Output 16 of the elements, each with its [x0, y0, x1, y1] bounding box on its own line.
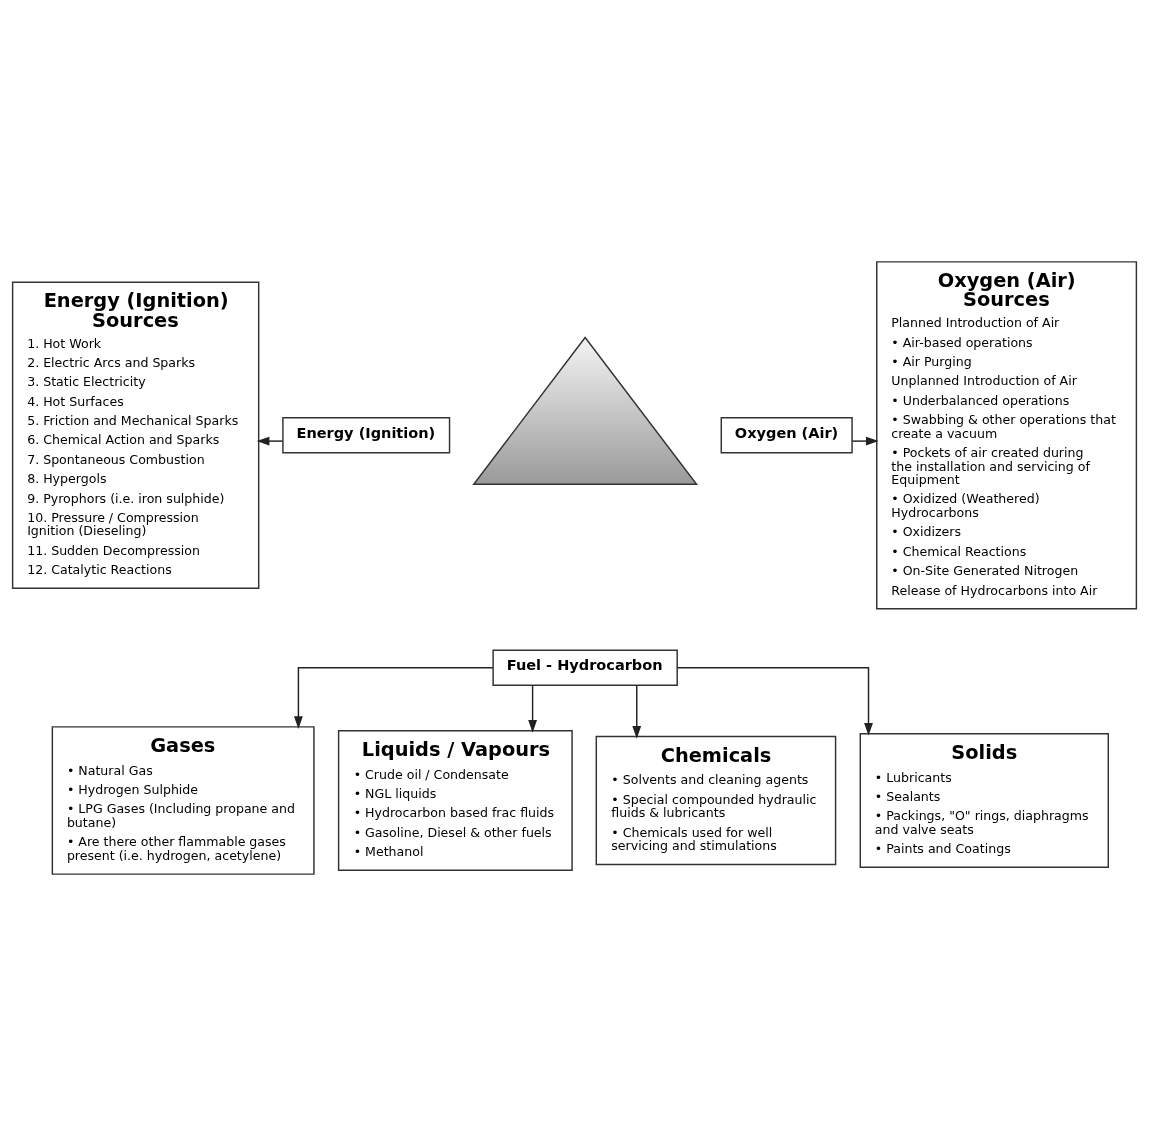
node-box: Oxygen (Air)	[720, 416, 853, 453]
arrow	[294, 666, 494, 729]
arrow	[851, 436, 879, 445]
arrow	[528, 684, 537, 733]
node-box: Oxygen (Air) Sources Planned Introduction of Air • Air-based operations • Air Purging Unplanned Introduction of Air • Underbalanced operations • Swabbing & other operations that create a vacuum • Pockets of air created during the installation and servicing of Equipment • Oxidized (Weathered) Hydrocarbons • Oxidizers • Chemical Reactions • On-Site Generated Nitrogen Release of Hydrocarbons into Air	[876, 260, 1138, 609]
arrow	[632, 684, 642, 739]
node-triangle	[472, 335, 699, 485]
node-box: Liquids / Vapours • Crude oil / Condensate • NGL liquids • Hydrocarbon based frac fluids • Gasoline, Diesel & other fuels • Methanol	[337, 729, 573, 871]
node-box: Fuel - Hydrocarbon	[492, 649, 678, 686]
arrow	[256, 436, 284, 445]
node-box: Chemicals • Solvents and cleaning agents • Special compounded hydraulic fluids & lubricants • Chemicals used for well servicing and stimulations	[595, 735, 837, 865]
node-box: Energy (Ignition)	[282, 416, 451, 453]
node-box: Gases • Natural Gas • Hydrogen Sulphide • LPG Gases (Including propane and butane) • Are there other flammable gases present (i.e. hydrogen, acetylene)	[51, 725, 315, 875]
node-box: Energy (Ignition) Sources 1. Hot Work 2. Electric Arcs and Sparks 3. Static Electricity 4. Hot Surfaces 5. Friction and Mechanical Sparks 6. Chemical Action and Sparks 7. Spontaneous Combustion 8. Hypergols 9. Pyrophors (i.e. iron sulphide) 10. Pressure / Compression Ignition (Dieseling) 11. Sudden Decompression 12. Catalytic Reactions	[11, 281, 260, 589]
arrow	[676, 666, 873, 736]
node-box: Solids • Lubricants • Sealants • Packings, "O" rings, diaphragms and valve seats • Paints and Coatings	[859, 732, 1109, 868]
